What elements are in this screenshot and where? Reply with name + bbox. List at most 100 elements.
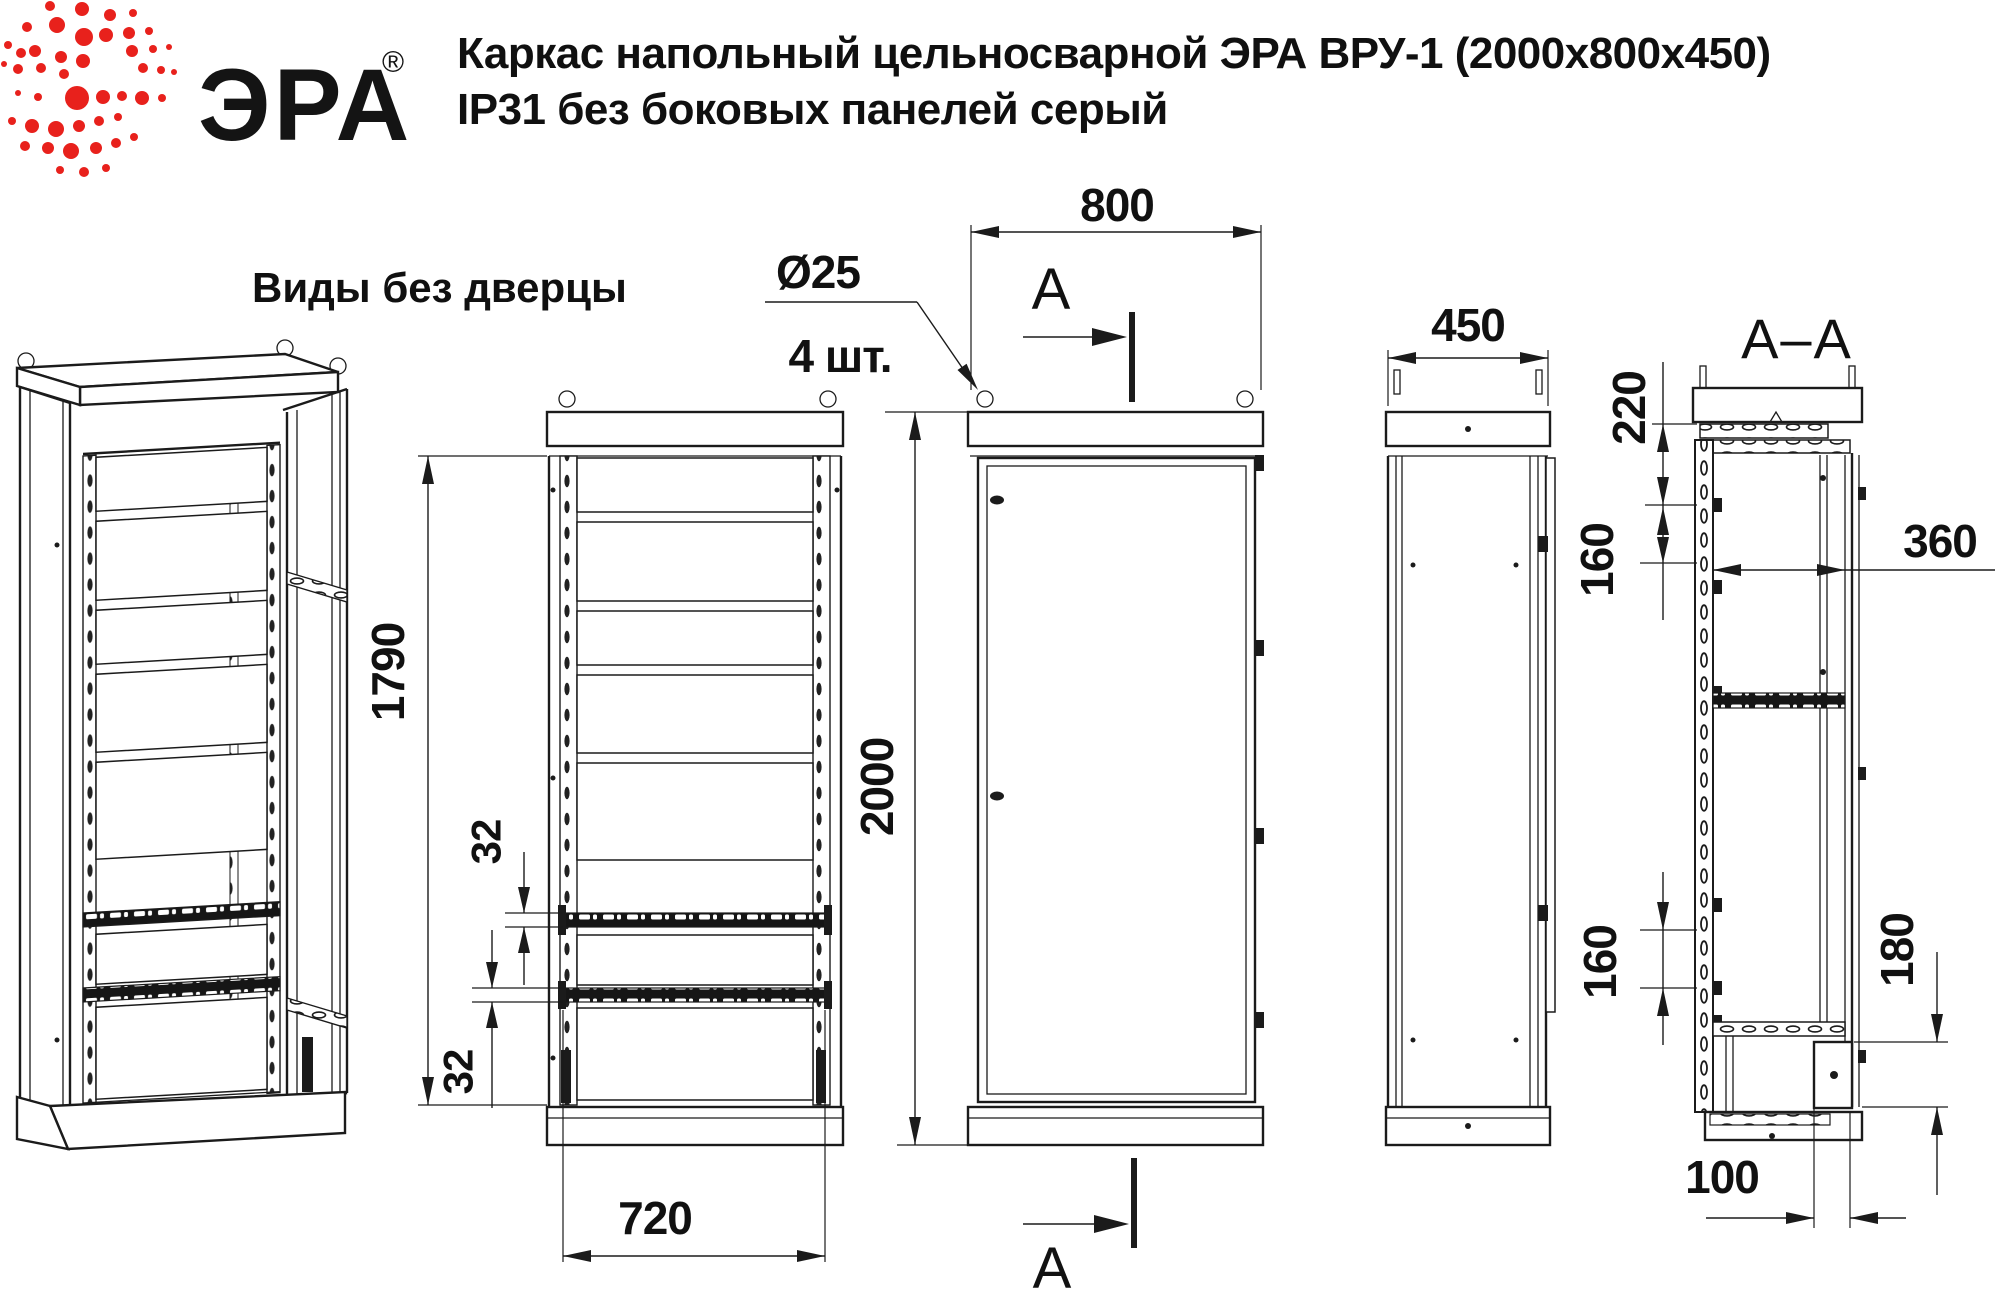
section-marker-label: А (1032, 257, 1071, 322)
panel (576, 457, 814, 513)
bolt-dot (834, 487, 840, 493)
dimension-arrow (1850, 1212, 1878, 1224)
dimension-label: 800 (1080, 179, 1154, 231)
panel (576, 521, 814, 602)
eyebolt-icon (976, 390, 994, 408)
section-marker-label: А (1033, 1236, 1072, 1298)
eyebolt-icon (558, 390, 576, 408)
title-line-2: IP31 без боковых панелей серый (457, 85, 1168, 134)
dimension-arrow (1657, 988, 1669, 1016)
dim-1790: 1790 (362, 455, 547, 1106)
panel (576, 1007, 814, 1101)
bolt-dot (54, 542, 60, 548)
registered-mark: ® (382, 46, 404, 79)
panel (576, 610, 814, 666)
dimension-label: 220 (1603, 371, 1655, 445)
perforated-rail (1699, 423, 1829, 439)
bolt-dot (1410, 1037, 1416, 1043)
bolt-dot (1513, 562, 1519, 568)
dimension-arrow (518, 887, 530, 913)
perforated-crossbar (1712, 1021, 1846, 1037)
line (83, 441, 280, 456)
dimension-arrow (422, 456, 434, 484)
dimension-arrow (909, 412, 921, 440)
panel (95, 663, 268, 754)
top-cap (545, 410, 845, 448)
hinge (1255, 828, 1264, 844)
dimension-arrow (518, 927, 530, 953)
eyebolt-icon (1535, 369, 1543, 395)
door-panel (976, 456, 1257, 1104)
perforated-rail (1703, 439, 1851, 454)
clip (1713, 981, 1722, 995)
clip (816, 1050, 826, 1103)
panel (95, 996, 268, 1101)
perforated-rail (1709, 1113, 1831, 1126)
era-logo-dots-icon (1, 1, 177, 177)
dim-32-top: 32 (463, 820, 563, 985)
side-cross-rail (286, 571, 348, 603)
plinth-side (15, 1095, 70, 1151)
hinge (1255, 640, 1264, 656)
top-cap-side (15, 366, 82, 407)
bolt-dot (1820, 475, 1826, 481)
panel (95, 751, 268, 861)
section-plane-bar (1129, 312, 1135, 402)
plinth (1384, 1105, 1552, 1147)
panel (576, 934, 814, 986)
panel (576, 762, 814, 861)
hinge (1255, 455, 1264, 471)
eyebolt-icon (1393, 369, 1401, 395)
clip (558, 905, 566, 935)
dim-360: 360 (1713, 515, 1995, 576)
dimension-arrow (797, 1250, 825, 1262)
dimension-arrow (1233, 226, 1261, 238)
panel (95, 599, 268, 666)
line (83, 1090, 280, 1104)
dimension-label: 160 (1571, 523, 1623, 597)
dim-160-upper: 160 (1571, 505, 1697, 620)
dimension-label: 32 (435, 1050, 482, 1095)
din-crossbar (1712, 692, 1846, 709)
bolt-dot (1820, 669, 1826, 675)
section-plane-bar (1131, 1158, 1137, 1248)
perforated-post (1694, 439, 1714, 1113)
panel (95, 446, 268, 513)
cap-notch (1768, 410, 1784, 423)
hole-quantity-label: 4 шт. (789, 330, 892, 382)
dimension-arrow (422, 1077, 434, 1105)
din-rail (562, 987, 826, 1003)
front-view (545, 390, 845, 1147)
bolt-dot (1465, 1123, 1471, 1129)
bolt-dot (1830, 1071, 1838, 1079)
din-rail (82, 976, 281, 1003)
dimension-arrow (1520, 352, 1548, 364)
section-view (1691, 365, 1866, 1142)
dim-220: 220 (1603, 362, 1697, 506)
dimension-label: 180 (1871, 913, 1923, 987)
title-line-1: Каркас напольный цельносварной ЭРА ВРУ-1… (457, 29, 1771, 78)
hole-diameter-label: Ø25 (776, 246, 860, 298)
era-logo: ЭРА ® (1, 1, 409, 177)
dimension-arrow (1657, 902, 1669, 930)
hinge (1858, 1050, 1866, 1063)
dim-100: 100 (1685, 1045, 1906, 1228)
hole-note: Ø25 4 шт. (765, 246, 978, 390)
dimension-arrow (1931, 1107, 1943, 1135)
dimension-label: 160 (1574, 925, 1626, 999)
panel (576, 674, 814, 754)
dim-720: 720 (562, 1010, 826, 1262)
dimension-label: 2000 (851, 738, 903, 836)
dimension-arrow (486, 1002, 498, 1028)
dimension-label: 32 (463, 820, 510, 865)
side-view (1384, 369, 1556, 1147)
bolt-dot (1769, 1133, 1775, 1139)
panel (95, 510, 268, 602)
dimension-label: 100 (1685, 1151, 1759, 1203)
dimension-arrow (1931, 1014, 1943, 1042)
dim-32-bottom: 32 (435, 930, 563, 1108)
bolt-dot (1410, 562, 1416, 568)
dimension-arrow (909, 1117, 921, 1145)
dimension-arrow (1657, 537, 1669, 563)
